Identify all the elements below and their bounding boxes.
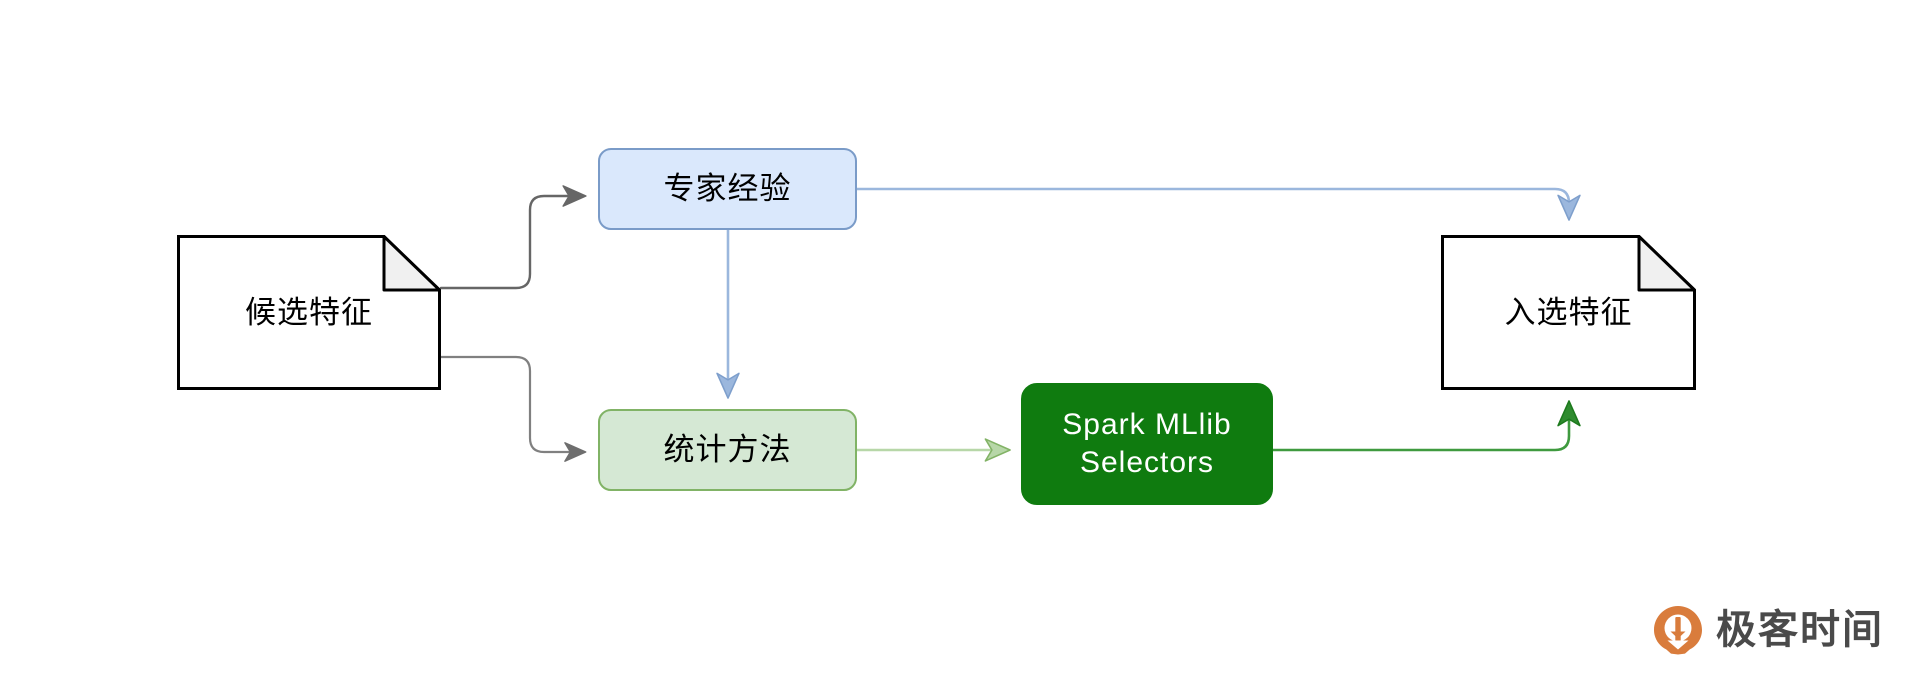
node-candidate-features[interactable]: 候选特征 (177, 235, 441, 390)
node-label-selected-features: 入选特征 (1504, 294, 1633, 330)
edge-candidate-to-statistical (439, 355, 587, 462)
document-shape-icon (1441, 235, 1696, 390)
watermark-text: 极客时间 (1716, 608, 1884, 652)
document-shape-icon (177, 235, 441, 390)
node-spark-mllib-selectors[interactable]: Spark MLlib Selectors (1021, 383, 1273, 505)
geektime-logo-icon (1654, 606, 1702, 655)
node-label-expert-experience: 专家经验 (663, 171, 792, 207)
node-label-statistical-methods: 统计方法 (663, 432, 792, 468)
node-label-candidate-features: 候选特征 (245, 294, 373, 330)
node-selected-features[interactable]: 入选特征 (1441, 235, 1696, 390)
node-expert-experience[interactable]: 专家经验 (598, 148, 857, 230)
edge-expert-to-selected (855, 187, 1581, 221)
edge-spark-to-selected (1271, 400, 1581, 452)
node-statistical-methods[interactable]: 统计方法 (598, 409, 857, 491)
node-label-spark-mllib-selectors: Spark MLlib Selectors (1062, 407, 1232, 479)
watermark: 极客时间 (1652, 604, 1884, 656)
edge-candidate-to-expert (439, 185, 587, 290)
